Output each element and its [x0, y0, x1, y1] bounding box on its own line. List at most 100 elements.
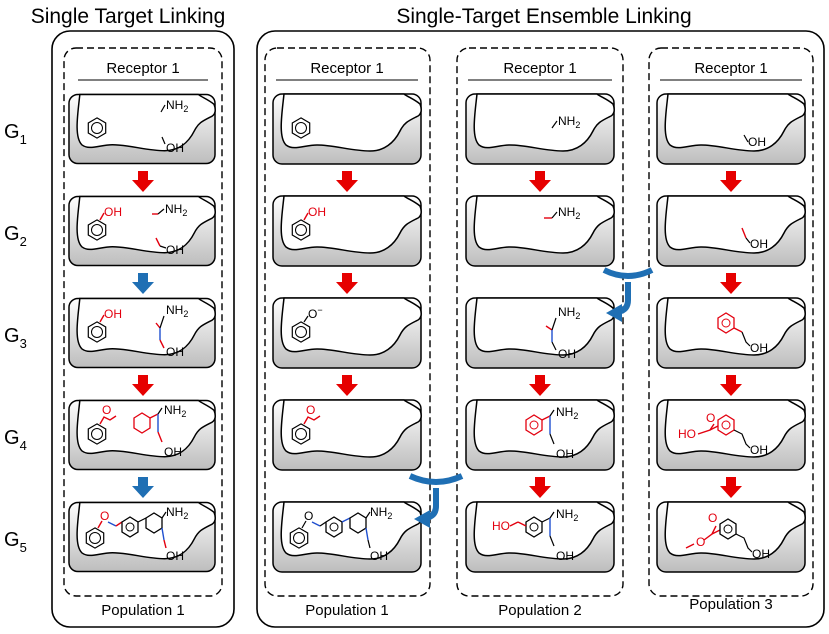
molecules-column-2: OH O− O O NH2 OH [289, 117, 392, 563]
molecules-column-3: NH2 NH2 NH2 OH NH2 OH HO [492, 114, 580, 563]
merge-arrows [408, 267, 654, 528]
column-frame-3 [456, 47, 624, 597]
pocket-c1-g3 [68, 297, 216, 369]
red-arrow-icon [336, 273, 358, 294]
hydroxyl-label: OH [104, 205, 122, 219]
hydroxyl-label: OH [558, 347, 576, 361]
red-arrow-icon [529, 477, 551, 498]
generation-label-3: G3 [4, 325, 27, 351]
ether-label: O [306, 403, 315, 417]
hydroxyl-label: OH [166, 549, 184, 563]
carbonyl-label: O [708, 511, 717, 525]
ensemble-frame [256, 30, 825, 628]
phenoxide-label: O− [308, 305, 323, 321]
carbonyl-label: O [706, 411, 715, 425]
receptor-headers: Receptor 1 Receptor 1 Receptor 1 Recepto… [78, 60, 802, 81]
population-label-4: Population 3 [689, 596, 772, 613]
amine-label: NH2 [370, 505, 392, 521]
fragment-set-c1-g4: O NH2 OH [87, 403, 186, 459]
hydroxyl-label: OH [104, 307, 122, 321]
receptor-label-4: Receptor 1 [694, 60, 767, 77]
pocket-c4-g2 [656, 195, 806, 267]
amine-label: NH2 [166, 98, 188, 114]
receptor-label-3: Receptor 1 [503, 60, 576, 77]
generation-label-5: G5 [4, 529, 27, 555]
hydroxyl-label: OH [748, 135, 766, 149]
pocket-c1-g1 [68, 93, 216, 165]
fragment-set-c1-g5: O NH2 OH [85, 505, 188, 563]
generation-label-2: G2 [4, 223, 27, 249]
fragment-set-c4-g4: O HO OH [678, 411, 768, 457]
ether-label: O [304, 509, 313, 523]
carboxyl-label: HO [678, 427, 696, 441]
fragment-set-c4-g1: OH [743, 134, 766, 149]
single-target-frame [51, 30, 235, 628]
hydroxyl-label: OH [166, 141, 184, 155]
pocket-c3-g2 [465, 195, 615, 267]
fragment-set-c3-g3: NH2 OH [545, 305, 580, 361]
fragment-set-c4-g5: O O OH [685, 511, 770, 561]
fragment-set-c1-g3: OH NH2 OH [87, 303, 188, 359]
generation-label-4: G4 [4, 427, 27, 453]
fragment-set-c3-g2: NH2 [544, 205, 580, 221]
pocket-c3-g4 [465, 399, 615, 471]
title-single-target: Single Target Linking [31, 5, 226, 28]
red-arrow-icon [529, 171, 551, 192]
amine-label: NH2 [558, 114, 580, 130]
red-arrow-icon [720, 375, 742, 396]
amine-label: NH2 [558, 305, 580, 321]
molecules-column-4: OH OH OH O HO OH O O [678, 134, 770, 561]
generation-labels: G1 G2 G3 G4 G5 [4, 121, 27, 555]
fragment-set-c2-g2: OH [291, 205, 326, 241]
fragment-set-c2-g3: O− [291, 305, 323, 343]
phenol-label: HO [492, 519, 510, 533]
amine-label: NH2 [556, 507, 578, 523]
pocket-c3-g5 [465, 501, 615, 573]
merge-arrow-icon [602, 267, 654, 322]
hydroxyl-label: OH [750, 341, 768, 355]
hydroxyl-label: OH [750, 237, 768, 251]
pocket-c3-g3 [465, 297, 615, 369]
title-ensemble: Single-Target Ensemble Linking [396, 5, 691, 28]
ether-label: O [100, 509, 109, 523]
red-arrow-icon [132, 171, 154, 192]
fragment-set-c3-g4: NH2 OH [525, 405, 578, 461]
amine-label: NH2 [558, 205, 580, 221]
population-label-1: Population 1 [101, 602, 184, 619]
red-arrow-icon [720, 273, 742, 294]
amine-label: NH2 [166, 505, 188, 521]
hydroxyl-label: OH [556, 447, 574, 461]
pocket-c3-g1 [465, 93, 615, 165]
amine-label: NH2 [166, 303, 188, 319]
pocket-c1-g4 [68, 399, 216, 471]
population-label-3: Population 2 [498, 602, 581, 619]
fragment-set-c2-g4: O [291, 403, 321, 445]
red-arrow-icon [529, 375, 551, 396]
pocket-c4-g1 [656, 93, 806, 165]
amine-label: NH2 [556, 405, 578, 421]
column-frame-2 [264, 47, 431, 597]
red-arrow-icon [720, 477, 742, 498]
fragment-set-c3-g5: HO NH2 OH [492, 507, 578, 563]
column-frame-4 [648, 47, 814, 597]
merge-arrow-icon [408, 473, 464, 528]
red-arrow-icon [720, 171, 742, 192]
generation-label-1: G1 [4, 121, 27, 147]
amine-label: NH2 [164, 403, 186, 419]
column-frame-1 [63, 47, 223, 597]
ether-label: O [102, 403, 111, 417]
ester-oxygen-label: O [696, 535, 705, 549]
blue-arrow-icon [132, 477, 154, 498]
pocket-c2-g5 [272, 501, 422, 573]
pocket-c4-g3 [656, 297, 806, 369]
receptor-label-1: Receptor 1 [106, 60, 179, 77]
step-arrows [132, 171, 742, 498]
fragment-set-c4-g2: OH [741, 227, 768, 251]
fragment-set-c2-g5: O NH2 OH [289, 505, 392, 563]
red-arrow-icon [336, 375, 358, 396]
fragment-set-c4-g3: OH [717, 312, 768, 355]
hydroxyl-label: OH [556, 549, 574, 563]
hydroxyl-label: OH [750, 443, 768, 457]
amine-label: NH2 [165, 202, 187, 218]
